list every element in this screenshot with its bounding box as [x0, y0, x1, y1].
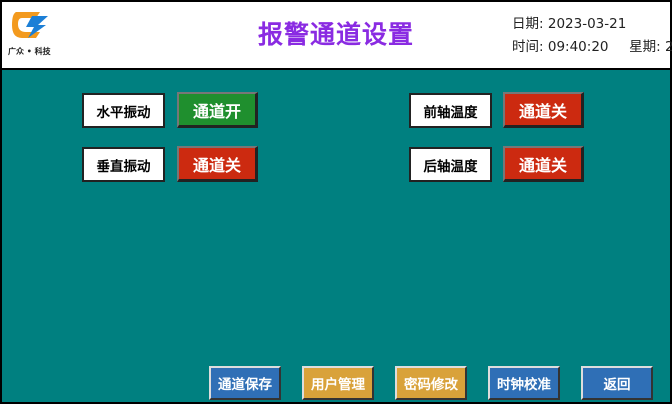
- channel-toggle-vertical-vibration[interactable]: 通道关: [177, 146, 258, 182]
- time-label: 时间:: [512, 39, 544, 55]
- time-value: 09:40:20: [547, 39, 609, 55]
- page-title: 报警通道设置: [257, 20, 414, 49]
- date-display: 日期: 2023-03-21: [512, 12, 626, 32]
- channel-save-button[interactable]: 通道保存: [209, 366, 281, 400]
- user-management-button[interactable]: 用户管理: [302, 366, 374, 400]
- clock-calibration-button[interactable]: 时钟校准: [488, 366, 560, 400]
- header-bar: 广众 • 科技 报警通道设置 日期: 2023-03-21 时间: 09:40:…: [2, 2, 672, 70]
- time-display: 时间: 09:40:20 星期: 2: [512, 35, 672, 55]
- company-logo: 广众 • 科技: [8, 8, 56, 58]
- channel-label-rear-bearing-temp: 后轴温度: [409, 147, 492, 182]
- logo-icon: [12, 12, 48, 38]
- password-change-button[interactable]: 密码修改: [395, 366, 467, 400]
- channel-label-front-bearing-temp: 前轴温度: [409, 93, 492, 128]
- weekday-label: 星期:: [629, 39, 661, 55]
- channel-label-horizontal-vibration: 水平振动: [82, 93, 165, 128]
- channel-toggle-rear-bearing-temp[interactable]: 通道关: [503, 146, 584, 182]
- channel-label-vertical-vibration: 垂直振动: [82, 147, 165, 182]
- date-label: 日期:: [512, 16, 544, 32]
- logo-text: 广众 • 科技: [8, 47, 51, 56]
- back-button[interactable]: 返回: [581, 366, 653, 400]
- weekday-value: 2: [664, 39, 672, 55]
- channel-toggle-horizontal-vibration[interactable]: 通道开: [177, 92, 258, 128]
- date-value: 2023-03-21: [547, 16, 627, 32]
- channel-toggle-front-bearing-temp[interactable]: 通道关: [503, 92, 584, 128]
